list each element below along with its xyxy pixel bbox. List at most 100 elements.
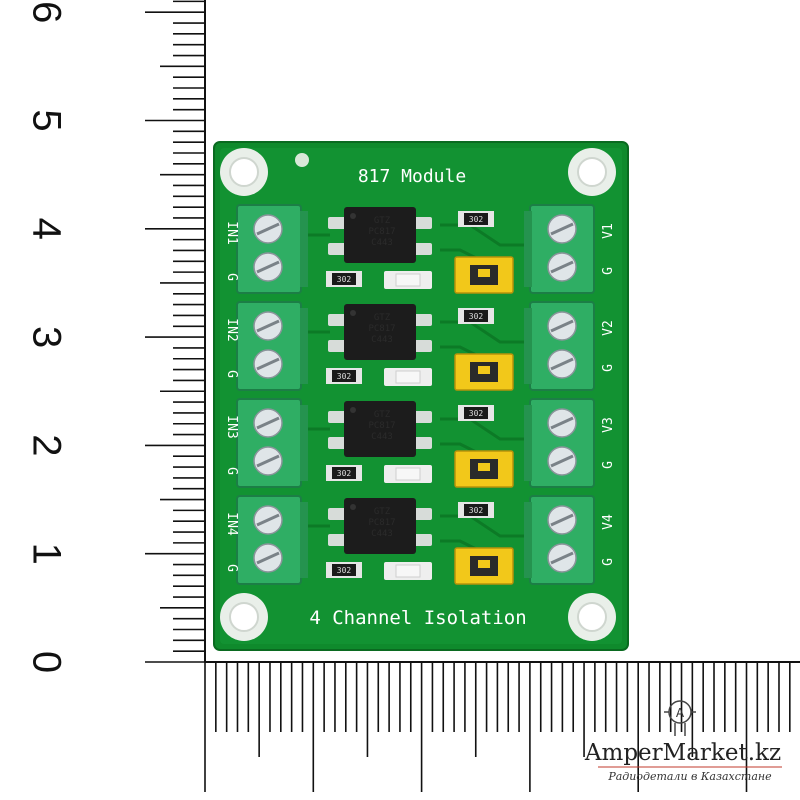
led bbox=[384, 562, 432, 580]
resistor-code: 302 bbox=[469, 215, 484, 224]
input-label: IN4 bbox=[224, 512, 239, 536]
screw-icon[interactable] bbox=[253, 311, 283, 341]
screw-icon[interactable] bbox=[547, 252, 577, 282]
output-label: V2 bbox=[601, 320, 616, 336]
resistor: 302 bbox=[326, 368, 362, 384]
power-led-dot bbox=[295, 153, 309, 167]
resistor-code: 302 bbox=[337, 469, 352, 478]
screw-icon[interactable] bbox=[253, 543, 283, 573]
screw-icon[interactable] bbox=[253, 214, 283, 244]
mounting-hole bbox=[568, 593, 616, 641]
input-label: IN3 bbox=[224, 415, 239, 438]
mounting-hole bbox=[220, 148, 268, 196]
chip-marking: GTZ bbox=[374, 216, 391, 226]
screw-icon[interactable] bbox=[253, 252, 283, 282]
output-terminal-block[interactable] bbox=[524, 301, 595, 391]
ground-label: G bbox=[224, 370, 239, 378]
transistor-icon: A bbox=[664, 700, 696, 736]
brand-logo: A AmperMarket.kz Радиодетали в Казахстан… bbox=[584, 700, 782, 783]
chip-marking: PC817 bbox=[368, 324, 395, 334]
led bbox=[384, 465, 432, 483]
output-terminal-block[interactable] bbox=[524, 398, 595, 488]
mounting-hole bbox=[568, 148, 616, 196]
resistor: 302 bbox=[458, 502, 494, 518]
resistor: 302 bbox=[326, 465, 362, 481]
jumper[interactable] bbox=[454, 547, 514, 585]
resistor: 302 bbox=[458, 211, 494, 227]
ground-label: G bbox=[601, 364, 616, 372]
screw-icon[interactable] bbox=[547, 349, 577, 379]
ground-label: G bbox=[224, 467, 239, 475]
jumper[interactable] bbox=[454, 353, 514, 391]
jumper[interactable] bbox=[454, 450, 514, 488]
ruler-label: 5 bbox=[24, 109, 68, 131]
horizontal-ruler bbox=[204, 661, 800, 792]
led bbox=[384, 271, 432, 289]
chip-marking: PC817 bbox=[368, 227, 395, 237]
output-label: V1 bbox=[601, 223, 616, 239]
led bbox=[384, 368, 432, 386]
chip-marking: PC817 bbox=[368, 421, 395, 431]
resistor: 302 bbox=[458, 308, 494, 324]
chip-marking: C443 bbox=[371, 238, 393, 248]
screw-icon[interactable] bbox=[253, 349, 283, 379]
screw-icon[interactable] bbox=[253, 505, 283, 535]
ground-label: G bbox=[601, 558, 616, 566]
resistor-code: 302 bbox=[469, 506, 484, 515]
screw-icon[interactable] bbox=[547, 543, 577, 573]
chip-marking: GTZ bbox=[374, 313, 391, 323]
ruler-label: 4 bbox=[24, 218, 68, 240]
screw-icon[interactable] bbox=[547, 311, 577, 341]
input-terminal-block[interactable] bbox=[236, 398, 308, 488]
input-terminal-block[interactable] bbox=[236, 204, 308, 294]
screw-icon[interactable] bbox=[547, 214, 577, 244]
chip-marking: PC817 bbox=[368, 518, 395, 528]
output-terminal-block[interactable] bbox=[524, 495, 595, 585]
ruler-label: 1 bbox=[24, 543, 68, 565]
screw-icon[interactable] bbox=[547, 505, 577, 535]
resistor-code: 302 bbox=[469, 312, 484, 321]
ground-label: G bbox=[224, 564, 239, 572]
board-title: 817 Module bbox=[358, 166, 466, 187]
resistor-code: 302 bbox=[337, 372, 352, 381]
ground-label: G bbox=[601, 461, 616, 469]
brand-name: AmperMarket.kz bbox=[584, 740, 781, 766]
input-label: IN1 bbox=[224, 221, 239, 244]
resistor: 302 bbox=[326, 271, 362, 287]
output-label: V3 bbox=[601, 417, 616, 433]
ruler-label: 3 bbox=[24, 326, 68, 348]
input-label: IN2 bbox=[224, 318, 239, 341]
mounting-hole bbox=[220, 593, 268, 641]
jumper[interactable] bbox=[454, 256, 514, 294]
chip-marking: C443 bbox=[371, 432, 393, 442]
resistor: 302 bbox=[458, 405, 494, 421]
chip-marking: GTZ bbox=[374, 410, 391, 420]
ground-label: G bbox=[601, 267, 616, 275]
screw-icon[interactable] bbox=[253, 408, 283, 438]
chip-marking: GTZ bbox=[374, 507, 391, 517]
resistor-code: 302 bbox=[337, 275, 352, 284]
ruler-label: 6 bbox=[24, 1, 68, 23]
ground-label: G bbox=[224, 273, 239, 281]
input-terminal-block[interactable] bbox=[236, 495, 308, 585]
output-terminal-block[interactable] bbox=[524, 204, 595, 294]
screw-icon[interactable] bbox=[547, 408, 577, 438]
brand-tagline: Радиодетали в Казахстане bbox=[607, 770, 772, 783]
resistor-code: 302 bbox=[337, 566, 352, 575]
screw-icon[interactable] bbox=[547, 446, 577, 476]
output-label: V4 bbox=[601, 514, 616, 530]
input-terminal-block[interactable] bbox=[236, 301, 308, 391]
svg-text:A: A bbox=[676, 706, 685, 720]
screw-icon[interactable] bbox=[253, 446, 283, 476]
board-footer: 4 Channel Isolation bbox=[309, 607, 526, 629]
resistor: 302 bbox=[326, 562, 362, 578]
